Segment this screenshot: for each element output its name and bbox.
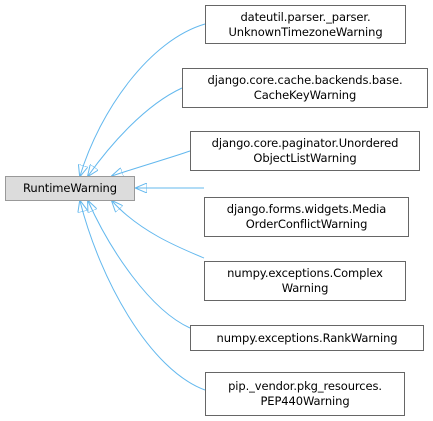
edge-numpy-complex-warning bbox=[112, 201, 205, 259]
node-label-line-1: django.core.cache.backends.base. bbox=[207, 73, 403, 87]
node-django-unordered-object-list-warning[interactable]: django.core.paginator.Unordered ObjectLi… bbox=[190, 131, 420, 171]
node-label-line-1: numpy.exceptions.Complex bbox=[227, 266, 383, 280]
node-label-line-1: django.core.paginator.Unordered bbox=[211, 136, 399, 150]
node-django-media-order-conflict-warning[interactable]: django.forms.widgets.Media OrderConflict… bbox=[204, 197, 409, 237]
node-label-line-2: UnknownTimezoneWarning bbox=[228, 24, 383, 39]
edge-django-unordered-object-list-warning bbox=[112, 150, 191, 176]
node-numpy-complex-warning[interactable]: numpy.exceptions.Complex Warning bbox=[204, 261, 406, 301]
edge-numpy-rank-warning bbox=[88, 201, 191, 329]
node-label-line-1: pip._vendor.pkg_resources. bbox=[228, 379, 382, 393]
edge-django-cache-key-warning bbox=[88, 87, 183, 176]
node-numpy-rank-warning[interactable]: numpy.exceptions.RankWarning bbox=[190, 325, 424, 351]
node-label-line-2: CacheKeyWarning bbox=[253, 88, 357, 102]
node-label: numpy.exceptions.RankWarning bbox=[216, 330, 398, 345]
node-django-cache-key-warning[interactable]: django.core.cache.backends.base. CacheKe… bbox=[182, 68, 428, 108]
node-label-line-1: django.forms.widgets.Media bbox=[226, 202, 387, 216]
node-label-line-2: OrderConflictWarning bbox=[245, 217, 368, 231]
edge-pip-pep440-warning bbox=[80, 201, 206, 391]
edge-dateutil-unknown-timezone-warning bbox=[80, 23, 206, 176]
node-label-line-2: Warning bbox=[281, 281, 329, 295]
node-pip-pep440-warning[interactable]: pip._vendor.pkg_resources. PEP440Warning bbox=[205, 372, 405, 416]
node-label-line-2: ObjectListWarning bbox=[253, 151, 357, 165]
node-runtime-warning[interactable]: RuntimeWarning bbox=[5, 176, 135, 201]
node-label-line-2: PEP440Warning bbox=[260, 394, 350, 408]
node-label: RuntimeWarning bbox=[23, 181, 117, 195]
node-dateutil-unknown-timezone-warning[interactable]: dateutil.parser._parser. UnknownTimezone… bbox=[205, 5, 406, 44]
node-label-line-1: dateutil.parser._parser. bbox=[240, 9, 371, 24]
